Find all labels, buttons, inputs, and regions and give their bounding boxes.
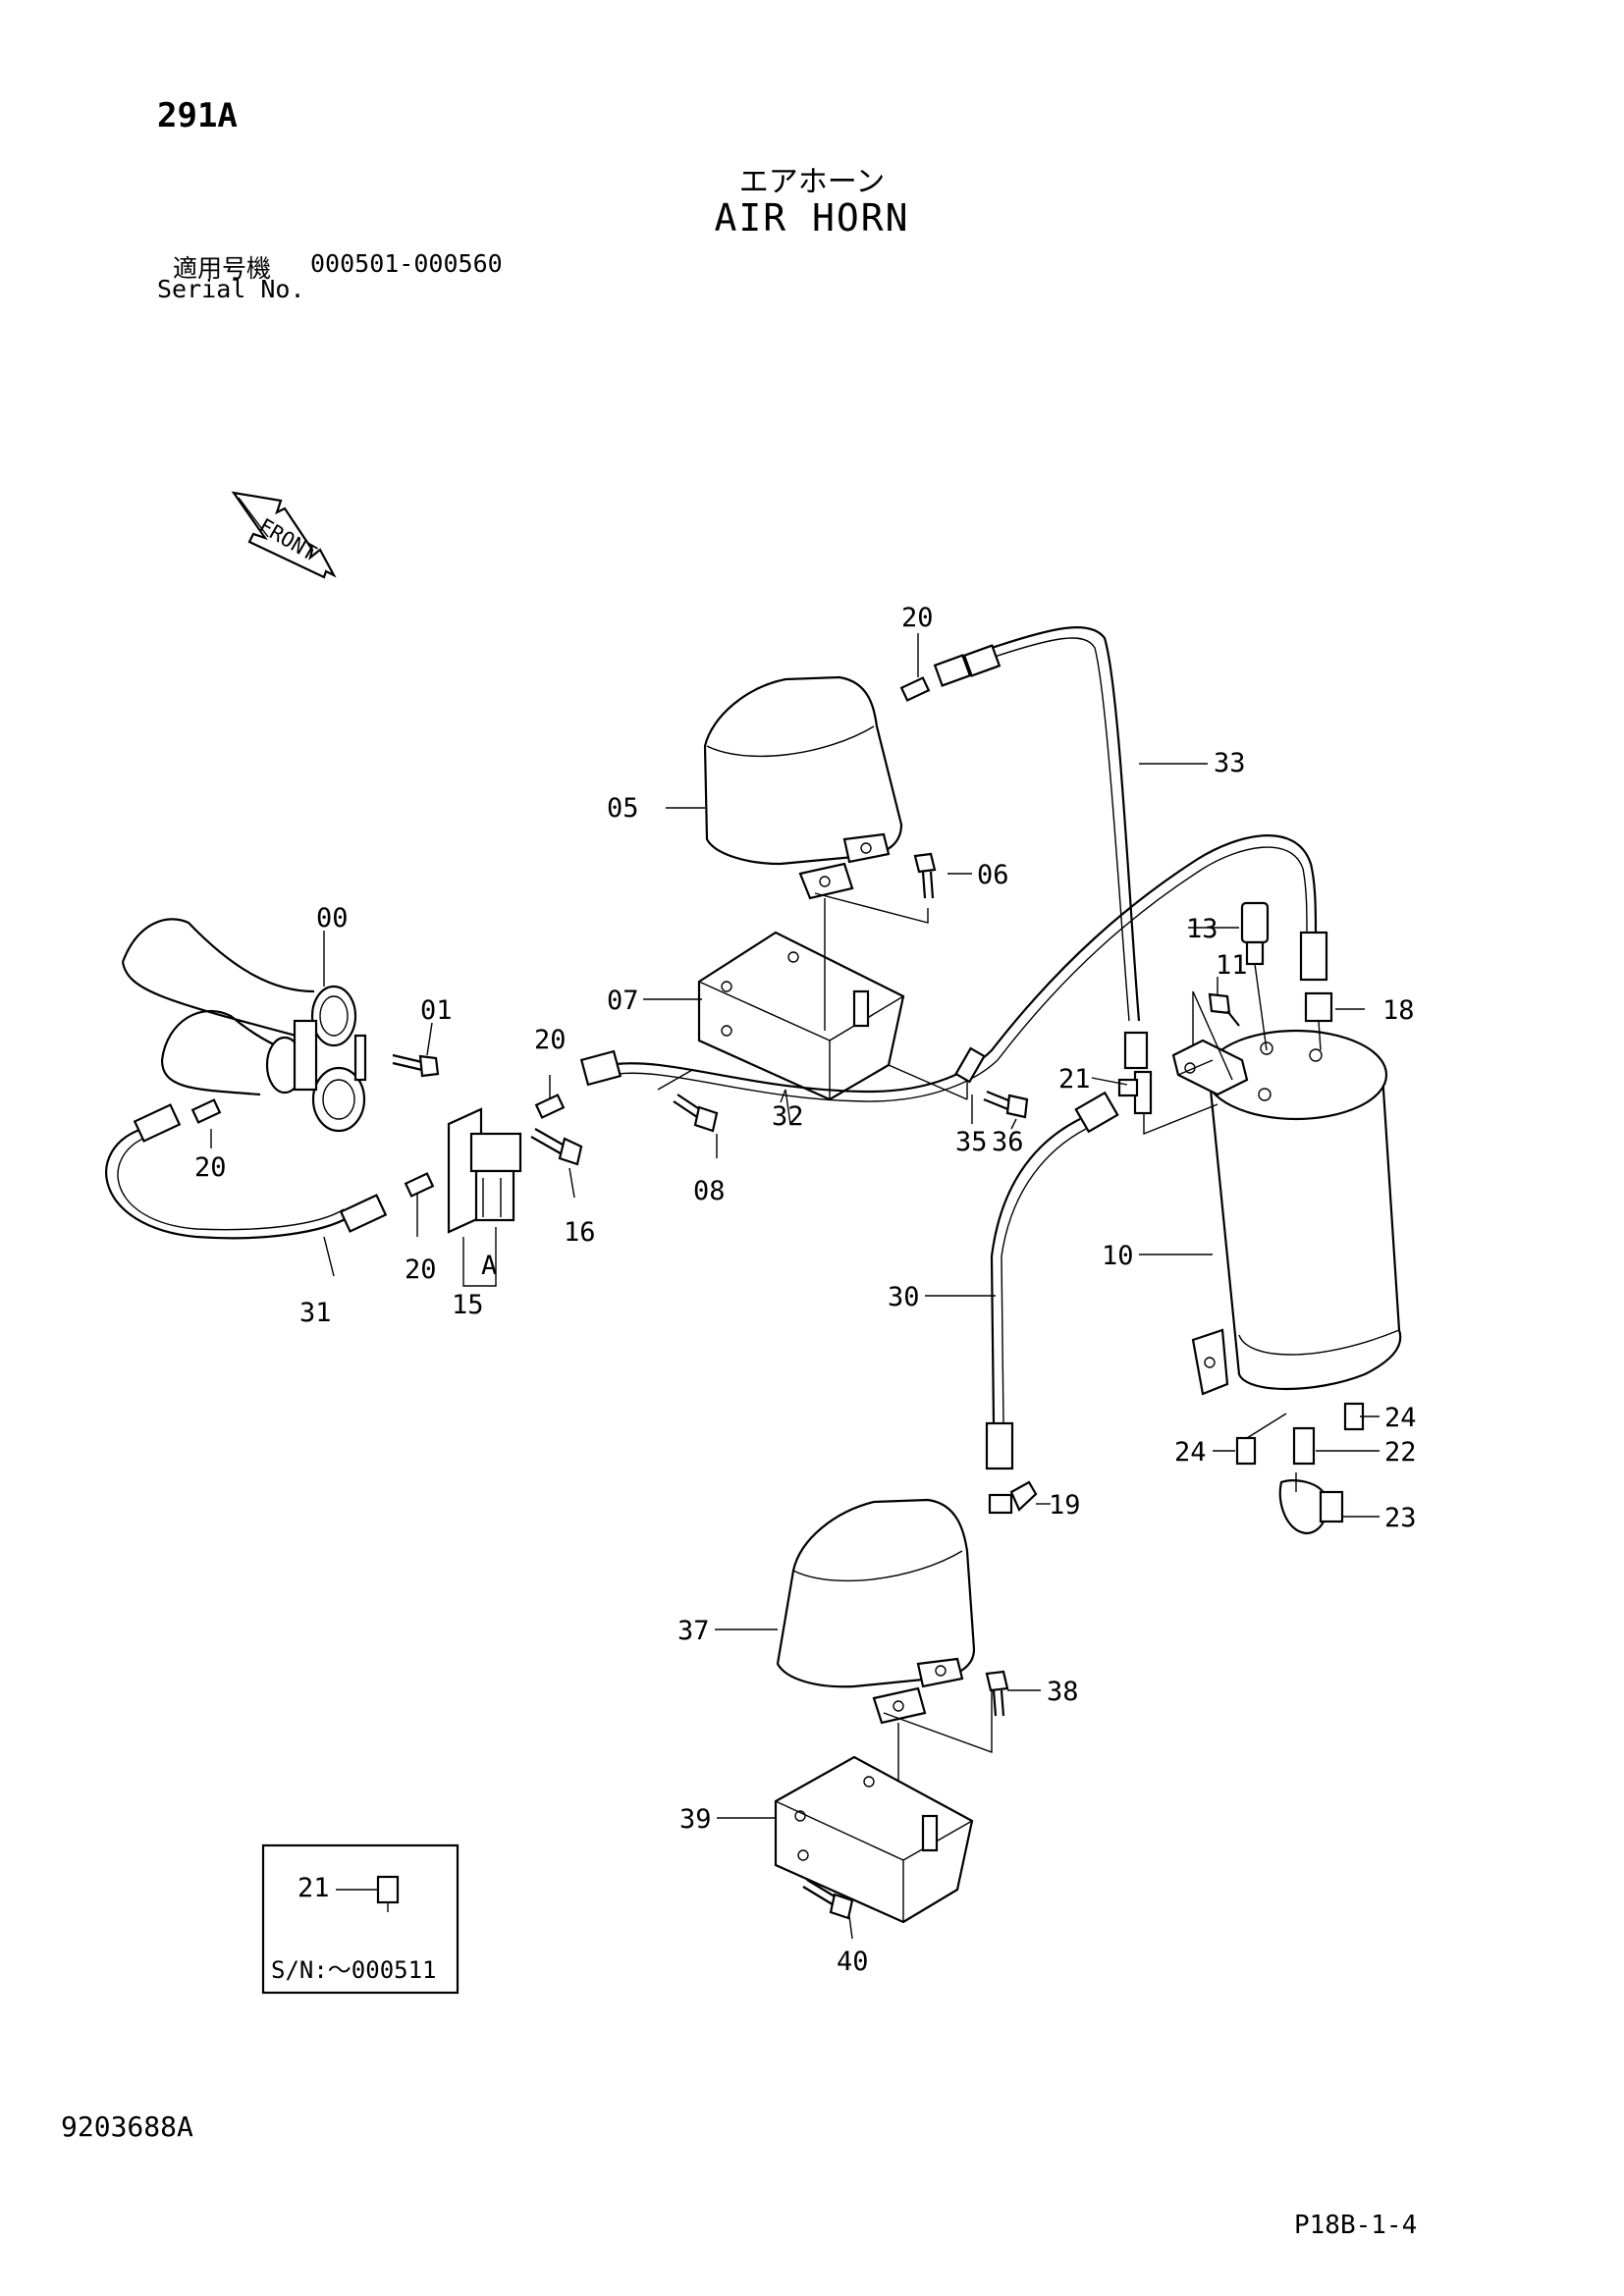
inset-serial-note: S/N:～000511 bbox=[271, 1956, 437, 1984]
bolt-08-icon bbox=[657, 1069, 719, 1133]
bolt-38-icon bbox=[985, 1670, 1009, 1717]
bolt-11-icon bbox=[1208, 992, 1240, 1027]
title-english: AIR HORN bbox=[714, 196, 910, 240]
bolt-16-icon bbox=[530, 1128, 583, 1166]
callout-06: 06 bbox=[977, 860, 1009, 890]
hose-fitting-icon bbox=[985, 1091, 1119, 1470]
callout-20-c: 20 bbox=[194, 1152, 227, 1183]
callout-22: 22 bbox=[1384, 1437, 1417, 1468]
fitting-18-icon bbox=[1304, 991, 1333, 1051]
hose-31 bbox=[105, 1127, 350, 1240]
callout-20-a: 20 bbox=[901, 603, 934, 633]
elbow-fitting-19-icon bbox=[988, 1480, 1038, 1515]
callout-08: 08 bbox=[693, 1176, 726, 1206]
serial-label-japanese: 適用号機 bbox=[173, 254, 272, 283]
bracket-07 bbox=[697, 931, 905, 1101]
inset-box: 21 S/N:～000511 bbox=[261, 1843, 460, 1995]
callout-01: 01 bbox=[420, 995, 453, 1026]
callout-11: 11 bbox=[1216, 950, 1248, 981]
inset-callout-21: 21 bbox=[298, 1873, 330, 1903]
serial-range: 000501-000560 bbox=[310, 249, 503, 278]
air-tank-10 bbox=[1191, 1029, 1402, 1396]
callout-40: 40 bbox=[837, 1947, 869, 1977]
hose-30 bbox=[990, 1118, 1081, 1424]
bolt-06-icon bbox=[814, 852, 937, 924]
callout-33: 33 bbox=[1214, 748, 1246, 778]
front-arrow-icon: FRONT bbox=[231, 491, 337, 579]
callout-07: 07 bbox=[607, 986, 639, 1016]
callout-labels: 00 01 05 06 07 08 10 11 13 15 16 18 19 2… bbox=[194, 603, 1417, 1977]
callout-15: 15 bbox=[452, 1290, 484, 1320]
hose-33 bbox=[991, 626, 1141, 1022]
callout-19: 19 bbox=[1049, 1490, 1081, 1521]
callout-24-a: 24 bbox=[1384, 1403, 1417, 1433]
callout-05: 05 bbox=[607, 793, 639, 824]
callout-23: 23 bbox=[1384, 1503, 1417, 1533]
callout-30: 30 bbox=[888, 1282, 920, 1312]
callout-36: 36 bbox=[992, 1127, 1024, 1157]
tee-fitting-21-icon bbox=[1117, 1070, 1218, 1136]
title-japanese: エアホーン bbox=[738, 165, 886, 199]
bolt-40-icon bbox=[802, 1879, 854, 1920]
callout-00: 00 bbox=[316, 903, 349, 934]
air-horn-assembly bbox=[121, 918, 367, 1133]
leader-lines bbox=[210, 633, 1380, 1940]
callout-38: 38 bbox=[1047, 1677, 1079, 1707]
callout-20-d: 20 bbox=[405, 1255, 437, 1285]
callout-24-b: 24 bbox=[1174, 1437, 1207, 1468]
compressor-05 bbox=[703, 675, 903, 1031]
sub-label-a: A bbox=[481, 1251, 497, 1281]
serial-label-english: Serial No. bbox=[157, 275, 305, 303]
callout-21: 21 bbox=[1058, 1064, 1091, 1095]
callout-37: 37 bbox=[677, 1616, 710, 1646]
callout-20-b: 20 bbox=[534, 1025, 567, 1055]
bolt-01-icon bbox=[392, 1053, 440, 1078]
bracket-11 bbox=[1171, 990, 1249, 1096]
drain-parts-icon bbox=[1235, 1402, 1365, 1535]
page-reference: P18B-1-4 bbox=[1294, 2211, 1418, 2240]
elbow-fitting-20-icon bbox=[190, 676, 931, 1198]
drawing-number: 9203688A bbox=[61, 2110, 193, 2143]
callout-16: 16 bbox=[564, 1217, 596, 1248]
hose-fitting-icon bbox=[579, 931, 1328, 1087]
callout-35: 35 bbox=[955, 1127, 988, 1157]
callout-31: 31 bbox=[299, 1298, 332, 1328]
bracket-39 bbox=[774, 1755, 974, 1924]
safety-valve-13-icon bbox=[1240, 901, 1270, 1051]
hose-fitting-icon bbox=[133, 1103, 388, 1233]
callout-32: 32 bbox=[772, 1101, 804, 1132]
callout-10: 10 bbox=[1102, 1241, 1134, 1271]
fitting-21-icon bbox=[376, 1875, 400, 1912]
compressor-37 bbox=[776, 1498, 993, 1845]
callout-18: 18 bbox=[1382, 995, 1415, 1026]
hose-32 bbox=[608, 834, 1318, 1094]
callout-13: 13 bbox=[1186, 914, 1218, 944]
hose-fitting-icon bbox=[933, 644, 1149, 1070]
callout-39: 39 bbox=[679, 1804, 712, 1835]
page-code: 291A bbox=[157, 96, 238, 135]
bolt-36-icon bbox=[888, 1064, 1029, 1119]
filter-15 bbox=[447, 1107, 522, 1287]
